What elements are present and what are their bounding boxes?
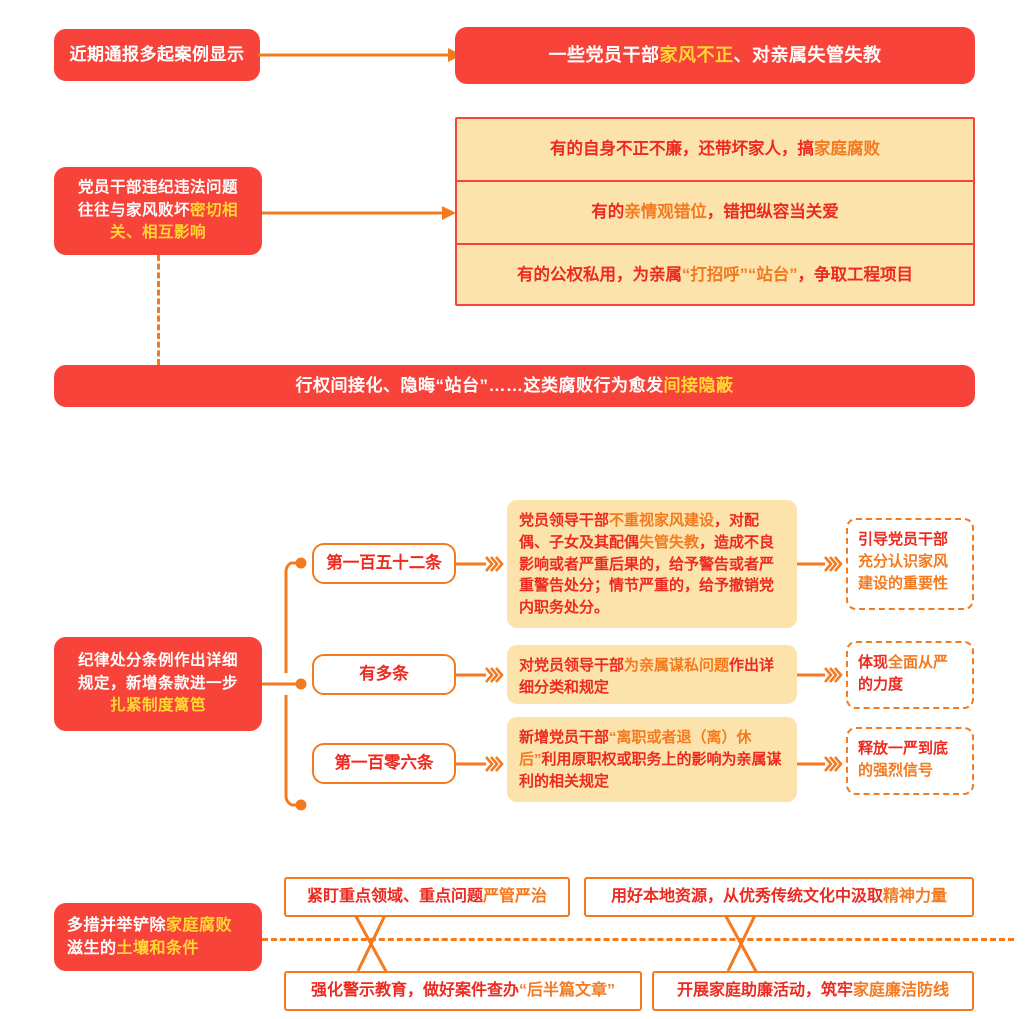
section3-outcome-arrow: [797, 556, 843, 572]
section4-measure-box: 紧盯重点领域、重点问题严管严治: [284, 877, 570, 917]
section3-left-text: 纪律处分条例作出详细 规定，新增条款进一步 扎紧制度篱笆: [78, 650, 238, 717]
section3-outcome-box: 释放一严到底的强烈信号: [846, 727, 974, 795]
s2-line2: 往往与家风败坏: [77, 201, 190, 219]
section3-content-box: 对党员领导干部为亲属谋私问题作出详细分类和规定: [507, 645, 797, 704]
section4-measure-box: 强化警示教育，做好案件查办“后半篇文章”: [284, 971, 642, 1011]
banner-part1: 一些党员干部: [548, 45, 660, 66]
branch2-content: 新增党员干部“离职或者退（离）休后”利用原职权或职务上的影响为亲属谋利的相关规定: [519, 729, 782, 790]
section1-banner-text: 一些党员干部家风不正、对亲属失管失教: [549, 42, 882, 68]
s4-line2-pre: 滋生的: [67, 940, 117, 957]
s3-line2: 规定，新增条款进一步: [77, 674, 238, 692]
section2-item: 有的亲情观错位，错把纵容当关爱: [457, 180, 973, 243]
branch1-outcome: 体现全面从严的力度: [858, 654, 949, 693]
s3-hl: 扎紧制度篱笆: [109, 697, 206, 715]
section3-outcome-box: 体现全面从严的力度: [846, 641, 974, 709]
branch0-outcome: 引导党员干部充分认识家风建设的重要性: [858, 531, 949, 592]
branch2-outcome: 释放一严到底的强烈信号: [858, 740, 949, 779]
item1-post: ，错把纵容当关爱: [706, 203, 839, 222]
section3-content-box: 新增党员干部“离职或者退（离）休后”利用原职权或职务上的影响为亲属谋利的相关规定: [507, 717, 797, 802]
item1-pre: 有的: [591, 203, 625, 222]
section2-items-group: 有的自身不正不廉，还带坏家人，搞家庭腐败 有的亲情观错位，错把纵容当关爱 有的公…: [455, 117, 975, 306]
section3-left-box: 纪律处分条例作出详细 规定，新增条款进一步 扎紧制度篱笆: [54, 637, 262, 731]
branch1-content: 对党员领导干部为亲属谋私问题作出详细分类和规定: [519, 657, 775, 696]
section2-left-text: 党员干部违纪违法问题 往往与家风败坏密切相 关、相互影响: [78, 177, 238, 244]
section4-dashed-spine: [262, 938, 1014, 941]
branch0-label: 第一百五十二条: [326, 553, 442, 572]
section3-branch-label[interactable]: 第一百零六条: [312, 743, 456, 784]
s2-banner-pre: 行权间接化、隐晦“站台”……这类腐败行为愈发: [295, 375, 664, 395]
section4-left-text: 多措并举铲除家庭腐败 滋生的土壤和条件: [67, 914, 232, 960]
banner-part2: 、对亲属失管失教: [733, 45, 882, 66]
section3-chevron-arrow: [456, 667, 504, 683]
section3-chevron-arrow: [456, 556, 504, 572]
section1-arrow: [258, 48, 462, 62]
s2-line1: 党员干部违纪违法问题: [77, 179, 238, 197]
section2-left-box: 党员干部违纪违法问题 往往与家风败坏密切相 关、相互影响: [54, 167, 262, 255]
item2-pre: 有的公权私用，为亲属: [517, 266, 682, 285]
section4-measure-box: 用好本地资源，从优秀传统文化中汲取精神力量: [584, 877, 974, 917]
item0-hl: 家庭腐败: [814, 140, 880, 159]
branch0-content: 党员领导干部不重视家风建设，对配偶、子女及其配偶失管失教，造成不良影响或者严重后…: [519, 512, 775, 616]
s2-hl1: 密切相: [190, 201, 239, 219]
section4-left-box: 多措并举铲除家庭腐败 滋生的土壤和条件: [54, 903, 262, 971]
section3-outcome-box: 引导党员干部充分认识家风建设的重要性: [846, 518, 974, 610]
s2-banner-hl: 间接隐蔽: [663, 375, 734, 395]
s4-line1-pre: 多措并举铲除: [67, 916, 167, 934]
s3-line1: 纪律处分条例作出详细: [77, 652, 238, 670]
s2-hl2: 关、相互影响: [109, 224, 206, 242]
section3-chevron-arrow: [456, 756, 504, 772]
branch1-label: 有多条: [359, 664, 409, 683]
section1-source-label: 近期通报多起案例显示: [69, 44, 245, 64]
section4-measure-box: 开展家庭助廉活动，筑牢家庭廉洁防线: [652, 971, 974, 1011]
section3-outcome-arrow: [797, 756, 843, 772]
section2-item: 有的自身不正不廉，还带坏家人，搞家庭腐败: [457, 119, 973, 180]
section2-arrow: [262, 206, 456, 220]
item2-hl: “打招呼”“站台”: [682, 266, 798, 285]
section2-vertical-dashed-connector: [157, 255, 160, 365]
item1-hl: 亲情观错位: [624, 203, 707, 222]
item0-pre: 有的自身不正不廉，还带坏家人，搞: [550, 140, 814, 159]
banner-highlight: 家风不正: [659, 45, 734, 66]
section2-item: 有的公权私用，为亲属“打招呼”“站台”，争取工程项目: [457, 243, 973, 304]
section3-outcome-arrow: [797, 667, 843, 683]
s4-line2-hl: 土壤和条件: [116, 940, 200, 957]
section3-content-box: 党员领导干部不重视家风建设，对配偶、子女及其配偶失管失教，造成不良影响或者严重后…: [507, 500, 797, 628]
branch2-label: 第一百零六条: [334, 753, 434, 772]
item2-post: ，争取工程项目: [797, 266, 914, 285]
section3-branch-label[interactable]: 第一百五十二条: [312, 543, 456, 584]
section3-branch-label[interactable]: 有多条: [312, 654, 456, 695]
s4-line1-hl: 家庭腐败: [166, 916, 233, 934]
section1-banner: 一些党员干部家风不正、对亲属失管失教: [455, 27, 975, 84]
section1-source-box: 近期通报多起案例显示: [54, 29, 260, 81]
section2-banner: 行权间接化、隐晦“站台”……这类腐败行为愈发间接隐蔽: [54, 365, 975, 407]
